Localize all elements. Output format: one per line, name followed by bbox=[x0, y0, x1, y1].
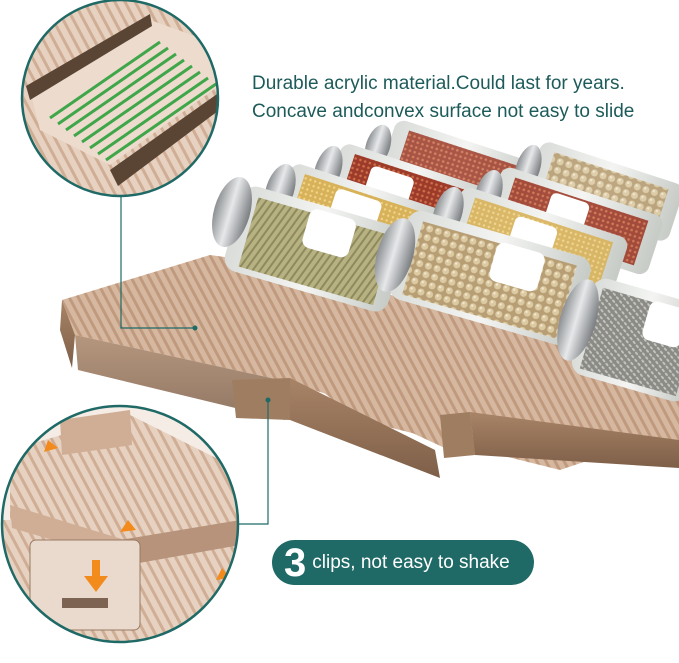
inset-connector-bottom bbox=[238, 400, 269, 525]
jar-front-pepper bbox=[374, 210, 591, 346]
arrow-down-icon bbox=[84, 560, 108, 592]
shelf-riser-group bbox=[60, 255, 679, 478]
jar-front-herb bbox=[212, 177, 406, 312]
clips-badge: 3 clips, not easy to shake bbox=[272, 540, 534, 585]
caption-line-1: Durable acrylic material.Could last for … bbox=[252, 73, 625, 94]
jar-front-seeds bbox=[557, 278, 679, 402]
caption-line-2: Concave andconvex surface not easy to sl… bbox=[252, 101, 635, 122]
feature-caption: Durable acrylic material.Could last for … bbox=[252, 70, 672, 126]
magnifier-inset-bottom bbox=[0, 404, 240, 644]
inset-connector-top bbox=[120, 196, 195, 329]
magnifier-inset-top bbox=[20, 0, 220, 198]
spice-jars bbox=[212, 120, 679, 402]
clips-badge-text: clips, not easy to shake bbox=[312, 551, 510, 573]
clips-count: 3 bbox=[284, 540, 307, 585]
